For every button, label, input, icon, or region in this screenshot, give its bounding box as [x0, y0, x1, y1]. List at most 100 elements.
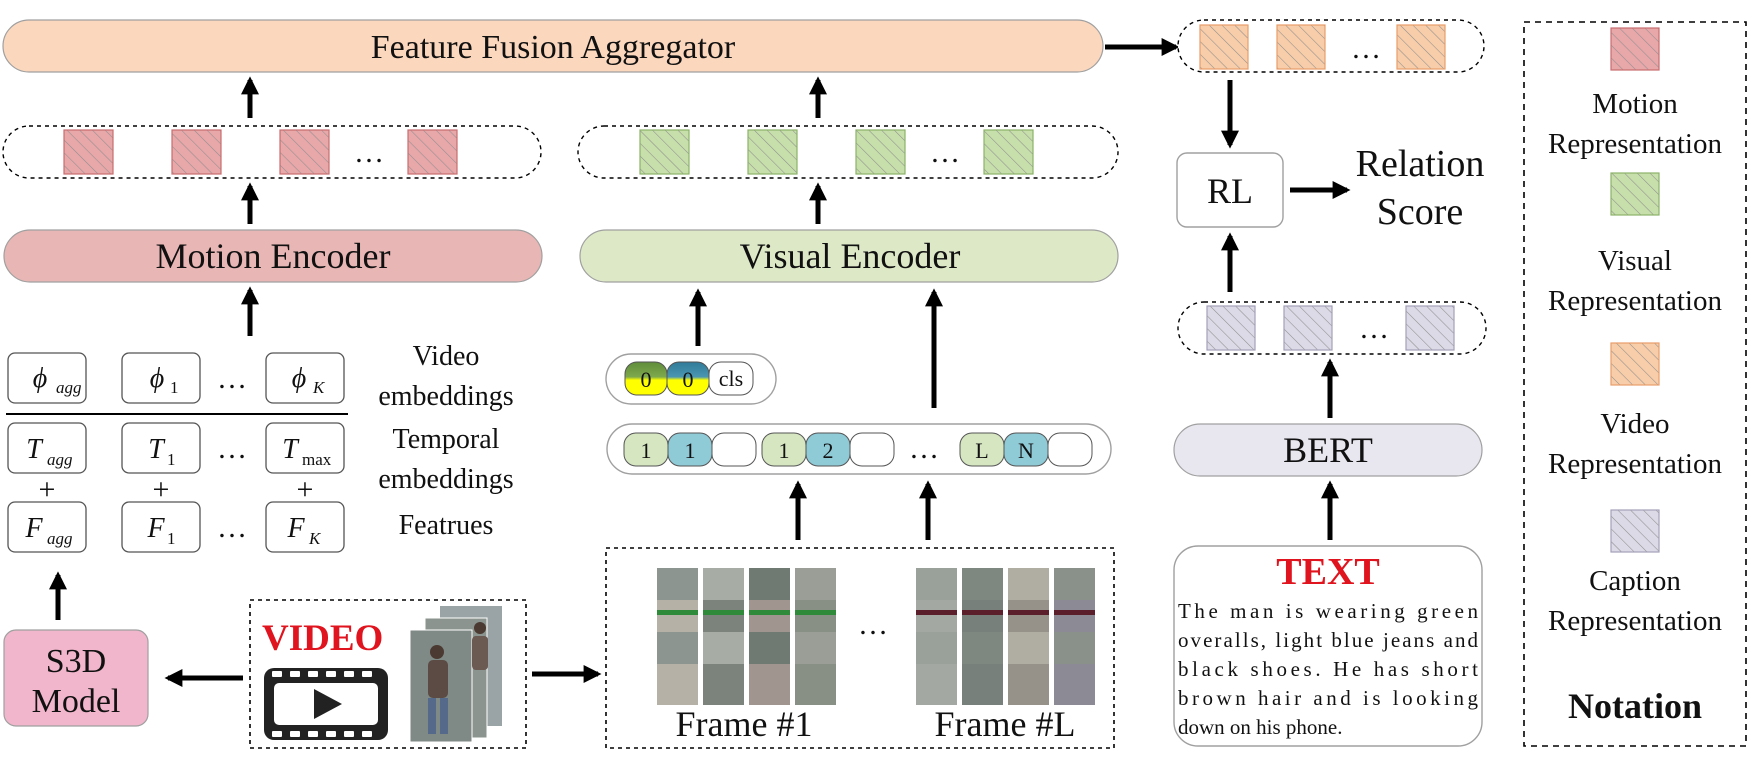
notation-caption-line1: Caption: [1589, 565, 1681, 597]
patch-stripe: [703, 610, 744, 615]
label-features: Featrues: [399, 510, 494, 541]
image-patch: [916, 664, 957, 705]
rl-box: [1176, 152, 1284, 228]
fusion-box: [2, 19, 1104, 73]
bert-box: [1173, 423, 1483, 477]
image-patch: [703, 664, 744, 705]
svg-text:F: F: [146, 513, 165, 544]
notation-visual: Visual Representation: [1548, 172, 1722, 317]
plus-1: +: [153, 473, 170, 506]
token-g1-frame: 1: [685, 438, 696, 463]
notation-visual-line2: Representation: [1548, 285, 1722, 317]
phi-k-box: [265, 352, 345, 404]
s3d-model-box: [3, 629, 149, 727]
temporal-ellipsis: …: [217, 432, 247, 465]
motion-encoder-label: Motion Encoder: [156, 236, 391, 276]
feature-1-box: [121, 501, 201, 553]
caption-line-5: down on his phone.: [1178, 715, 1343, 739]
fusion-label: Feature Fusion Aggregator: [371, 29, 736, 66]
phi-k-subscript: K: [312, 378, 326, 397]
bert-label: BERT: [1283, 430, 1373, 470]
svg-text:ϕ: ϕ: [292, 363, 307, 394]
feature-1-subscript: 1: [167, 529, 176, 548]
visual-rep-ellipsis: …: [930, 136, 960, 169]
s3d-label-line2: Model: [32, 683, 121, 720]
feature-agg-box: [7, 501, 87, 553]
caption-line-3: black shoes. He has short: [1178, 657, 1478, 681]
feature-k-subscript: K: [308, 529, 322, 548]
patch-stripe: [749, 610, 790, 615]
frames-ellipsis: …: [858, 608, 888, 641]
frame-l-patch-grid: [916, 568, 1095, 705]
video-rep-ellipsis: …: [1351, 32, 1381, 65]
temporal-max-subscript: max: [302, 450, 332, 469]
svg-text:ϕ: ϕ: [150, 363, 165, 394]
phi-ellipsis: …: [217, 362, 247, 395]
visual-rep-sequence: [577, 125, 1119, 179]
cls-token-label: cls: [719, 366, 743, 391]
frame-l-label: Frame #L: [935, 704, 1076, 744]
patch-stripe: [657, 610, 698, 615]
feature-ellipsis: …: [217, 511, 247, 544]
visual-encoder-box: [579, 229, 1119, 283]
plus-agg: +: [39, 473, 56, 506]
cls-token-b-label: 0: [683, 367, 694, 392]
s3d-label-line1: S3D: [46, 643, 106, 680]
token-g2-pos: 1: [779, 438, 790, 463]
motion-rep-cells: …: [63, 129, 458, 175]
film-clip-icon: [264, 668, 388, 740]
label-temporal-embeddings-1: Temporal: [393, 424, 500, 455]
temporal-1-box: [121, 422, 201, 474]
temporal-1-subscript: 1: [167, 450, 176, 469]
patch-stripe: [1054, 610, 1095, 615]
phi-1-subscript: 1: [170, 378, 179, 397]
text-title: TEXT: [1276, 551, 1379, 593]
frame-1-label: Frame #1: [676, 704, 813, 744]
temporal-agg-box: [7, 422, 87, 474]
image-patch: [749, 664, 790, 705]
feature-agg-subscript: agg: [47, 529, 73, 548]
notation-motion-line2: Representation: [1548, 128, 1722, 160]
motion-rep-sequence: [2, 125, 542, 179]
frame-1-patch-grid: [657, 568, 836, 705]
svg-text:F: F: [24, 513, 43, 544]
caption-line-4: brown hair and is looking: [1178, 686, 1479, 710]
visual-encoder-label: Visual Encoder: [740, 236, 961, 276]
image-patch: [657, 664, 698, 705]
token-gn-pos: L: [975, 438, 988, 463]
svg-text:F: F: [286, 513, 305, 544]
image-patch: [1054, 664, 1095, 705]
feature-k-box: [265, 501, 345, 553]
notation-caption-line2: Representation: [1548, 605, 1722, 637]
phi-agg-subscript: agg: [56, 378, 82, 397]
video-label: VIDEO: [262, 618, 383, 659]
token-g1-pos: 1: [641, 438, 652, 463]
image-patch: [1008, 664, 1049, 705]
token-g2-frame: 2: [823, 438, 834, 463]
token-gn-frame: N: [1018, 438, 1034, 463]
notation-caption: Caption Representation: [1548, 509, 1722, 637]
embedding-grid: ϕ agg ϕ 1 … ϕ K T agg T 1 … T max + + + …: [6, 341, 514, 553]
token-group-n: L N: [959, 432, 1093, 467]
token-group-1: 1 1: [623, 432, 757, 467]
token-ellipsis: …: [909, 432, 939, 465]
notation-video-line1: Video: [1600, 408, 1669, 440]
svg-text:T: T: [26, 434, 44, 465]
label-temporal-embeddings-2: embeddings: [378, 464, 513, 495]
patch-stripe: [962, 610, 1003, 615]
label-video-embeddings-1: Video: [413, 341, 480, 372]
caption-rep-ellipsis: …: [1359, 312, 1389, 345]
video-frames-thumbnail: [409, 606, 502, 743]
token-group-2: 1 2: [761, 432, 895, 467]
visual-rep-cells: …: [639, 129, 1034, 175]
notation-video-line2: Representation: [1548, 448, 1722, 480]
caption-line-1: The man is wearing green: [1178, 599, 1479, 623]
image-patch: [962, 664, 1003, 705]
motion-rep-ellipsis: …: [354, 136, 384, 169]
notation-motion-line1: Motion: [1592, 88, 1678, 120]
cls-token: [708, 361, 754, 396]
text-input-box: [1173, 545, 1483, 747]
plus-k: +: [297, 473, 314, 506]
cls-token-a-label: 0: [641, 367, 652, 392]
